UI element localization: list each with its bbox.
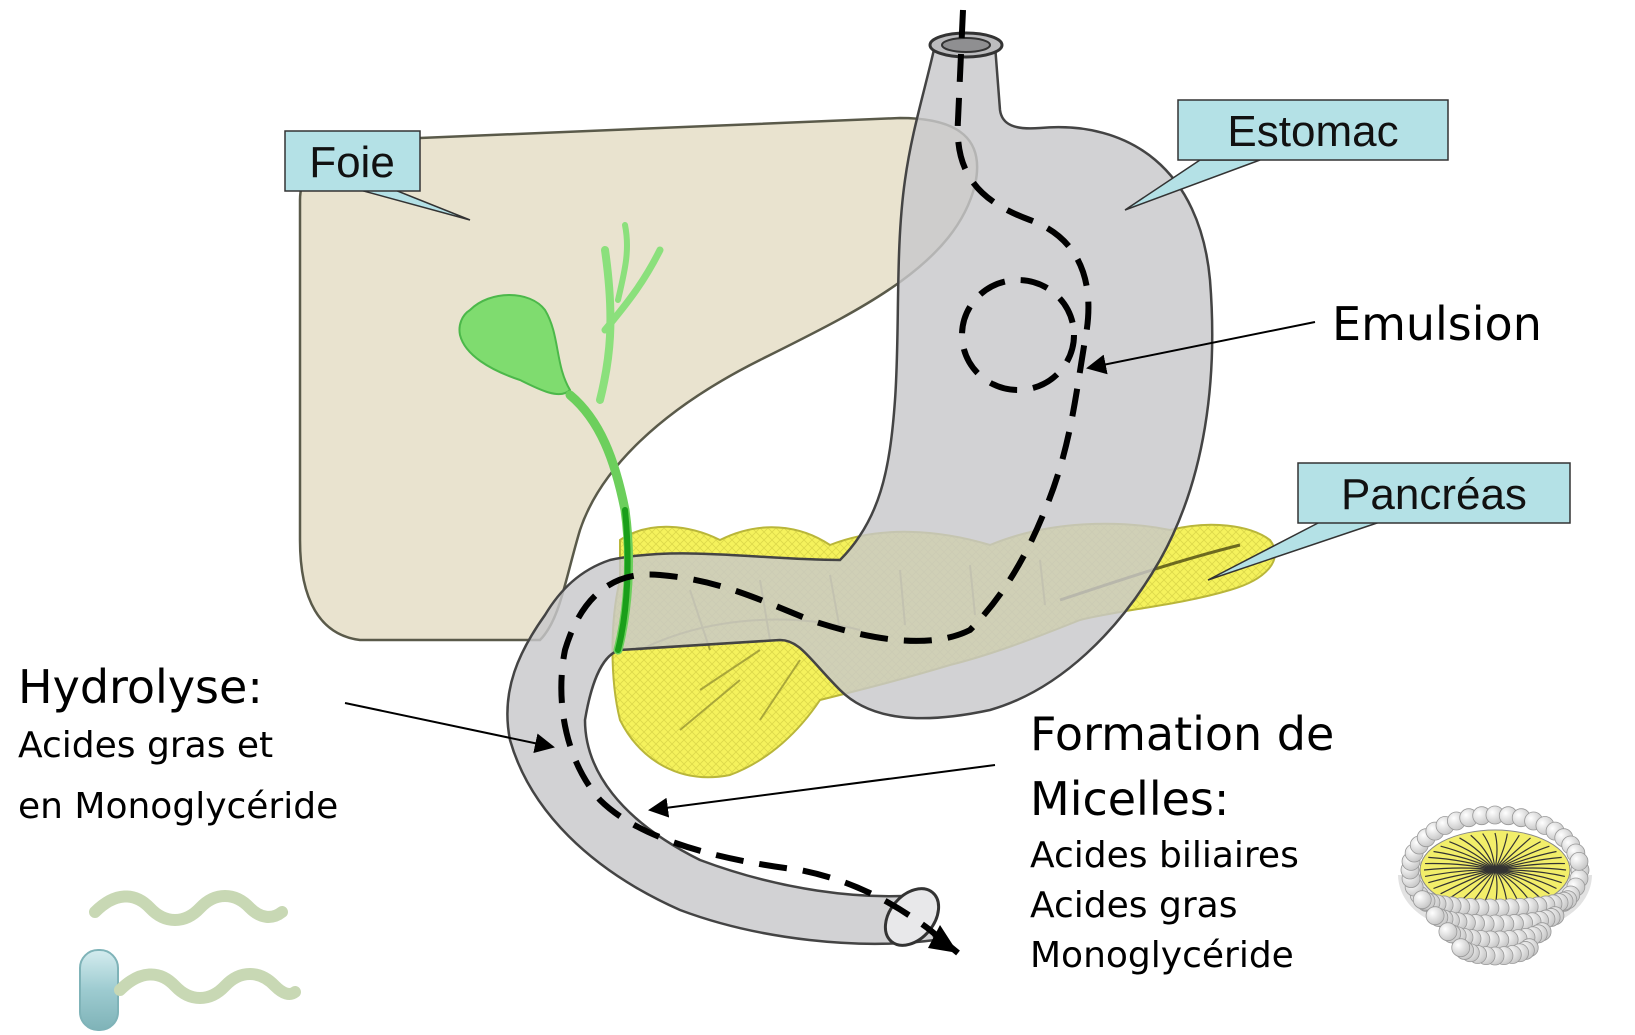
label-emulsion: Emulsion	[1332, 297, 1542, 351]
label-pancreas: Pancréas	[1341, 470, 1527, 519]
label-micelles-line2: Acides gras	[1030, 885, 1237, 926]
label-estomac: Estomac	[1227, 107, 1398, 156]
fatty-acid-icon	[95, 896, 282, 920]
label-micelles-line1: Acides biliaires	[1030, 835, 1299, 876]
label-micelles-title1: Formation de	[1030, 707, 1334, 761]
label-hydrolyse-line1: Acides gras et	[18, 725, 273, 766]
micelle-icon	[1398, 806, 1592, 965]
label-hydrolyse-title: Hydrolyse:	[18, 660, 263, 714]
label-hydrolyse-line2: en Monoglycéride	[18, 786, 338, 827]
callout-pancreas: Pancréas	[1208, 463, 1570, 580]
label-micelles-title2: Micelles:	[1030, 772, 1229, 826]
label-foie: Foie	[309, 138, 395, 187]
label-micelles-line3: Monoglycéride	[1030, 935, 1294, 976]
monoglyceride-icon	[80, 950, 295, 1030]
